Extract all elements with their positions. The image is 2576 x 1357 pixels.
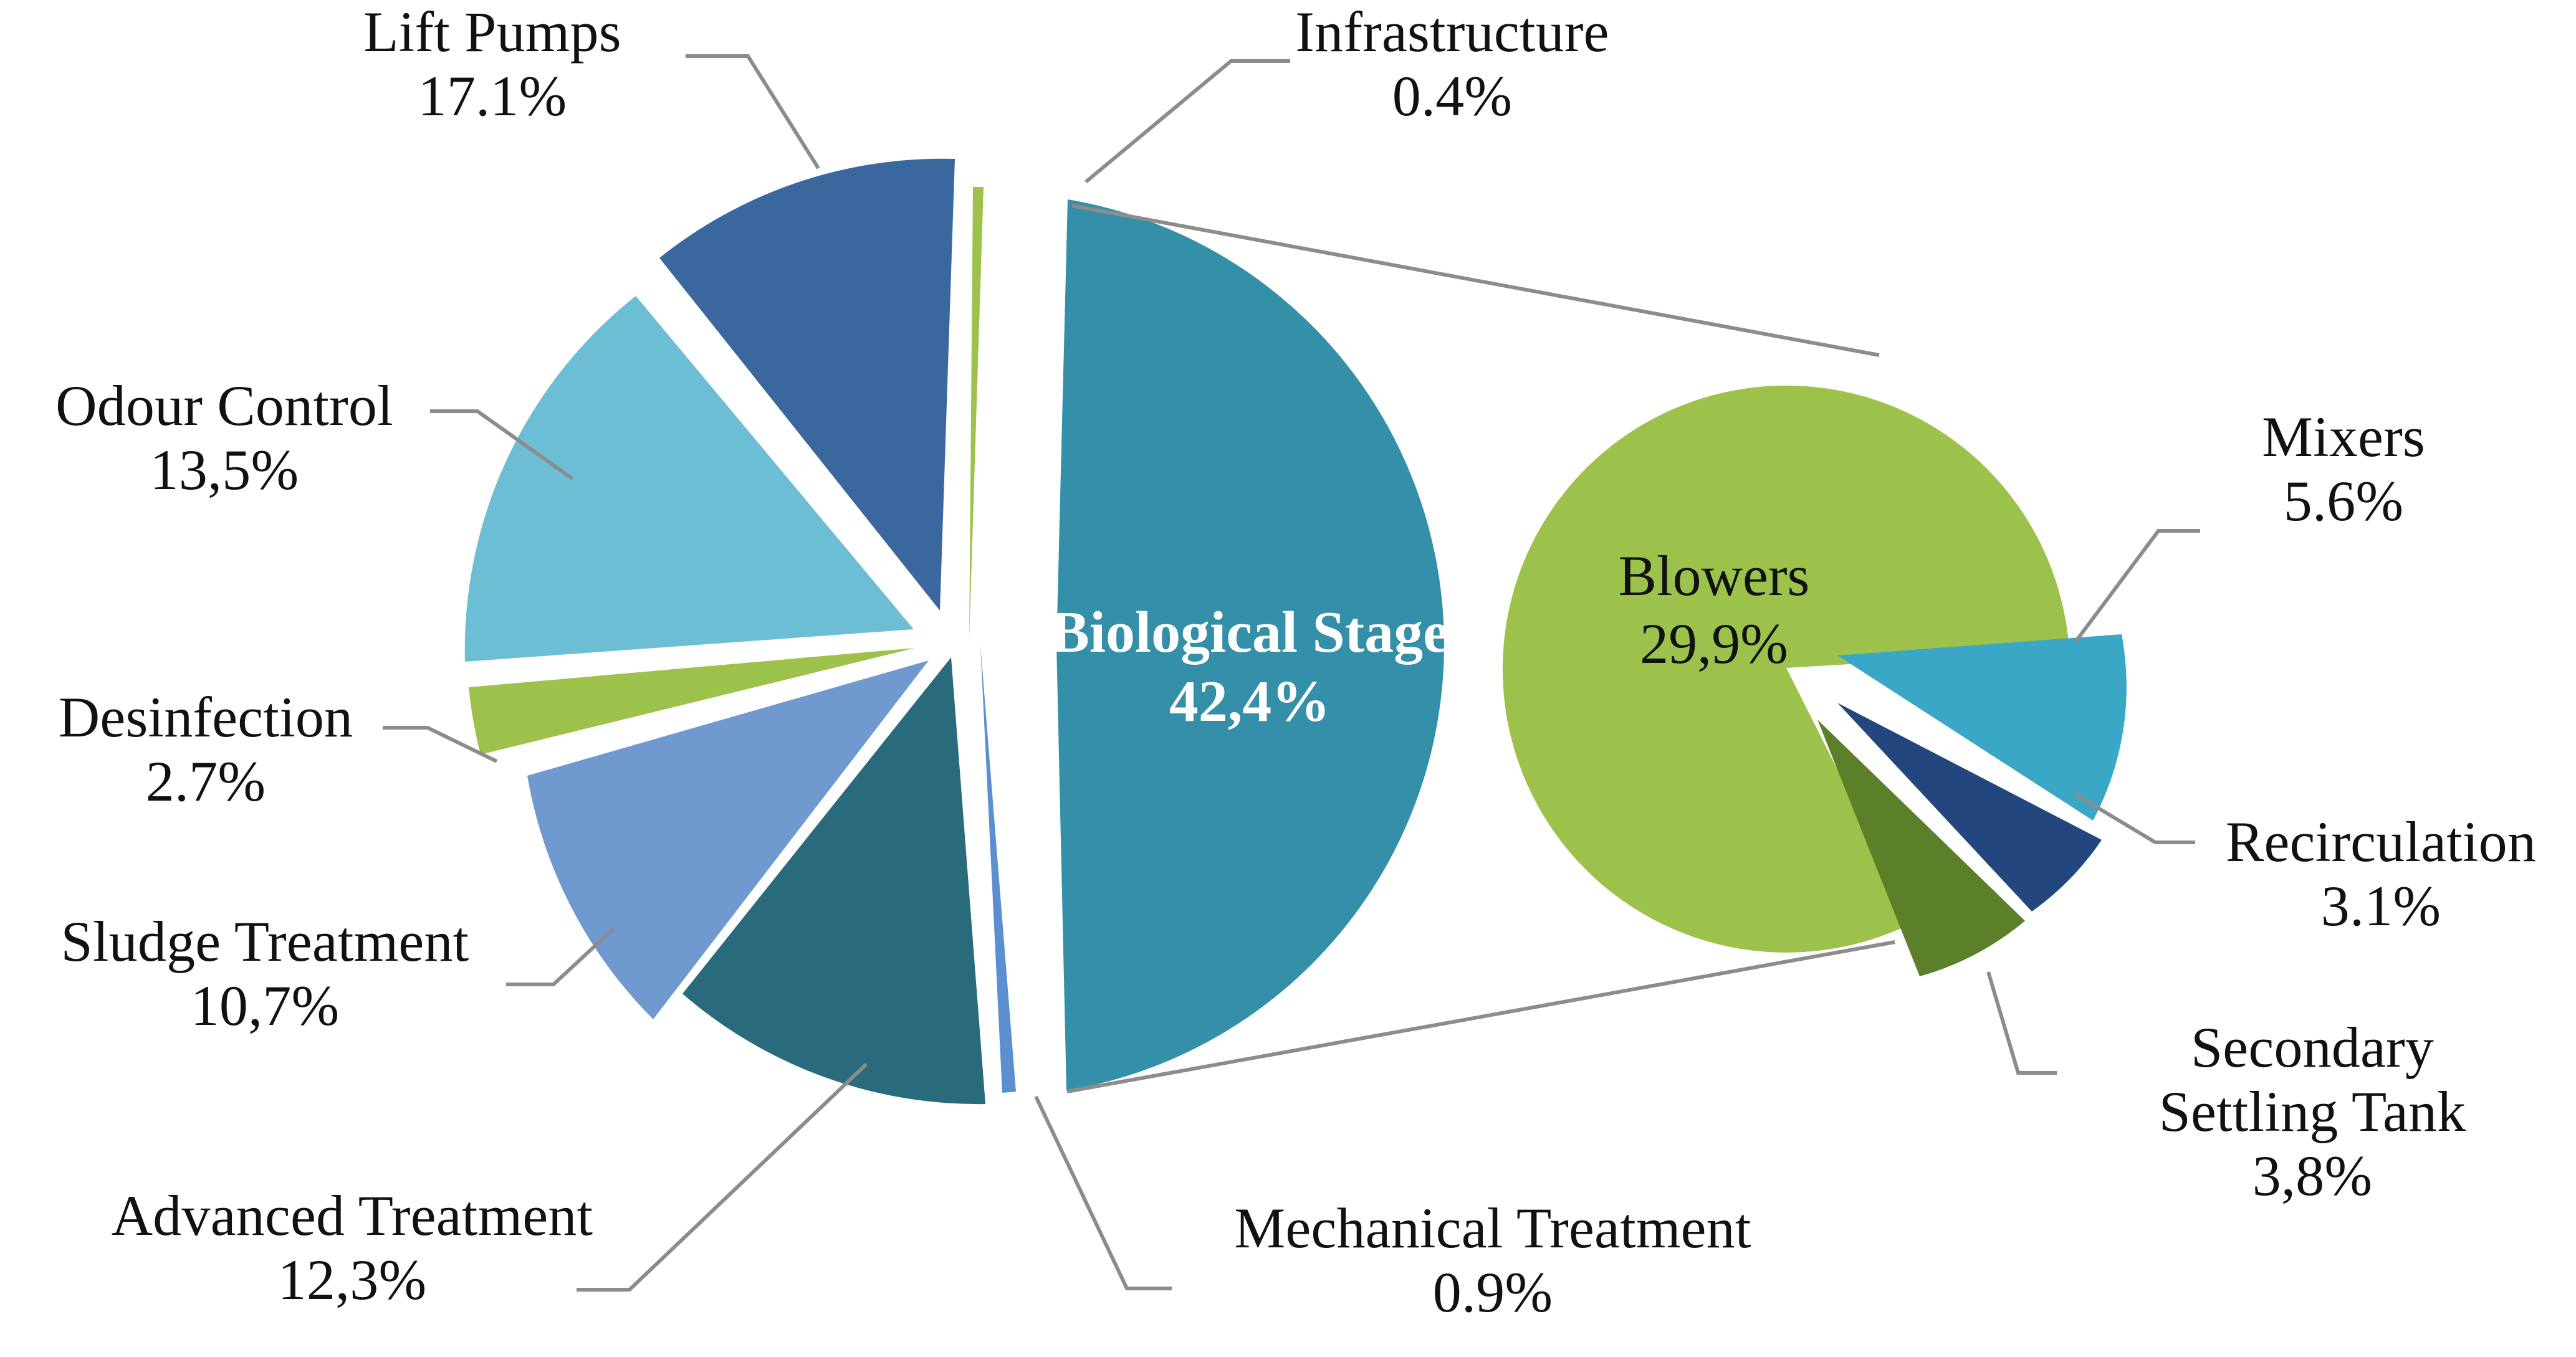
slice-desinfection[interactable] (469, 648, 915, 755)
leader-line-odour-control (430, 409, 573, 480)
label-mechanical-treatment-value: 0.9% (1432, 1260, 1553, 1325)
leader-line-advanced-treatment (577, 1062, 868, 1292)
label-mixers-value: 5.6% (2283, 469, 2404, 533)
slice-recirculation[interactable] (1837, 703, 2102, 912)
slice-sludge-treatment[interactable] (527, 660, 929, 1019)
label-blowers-name: Blowers (1618, 544, 1810, 607)
slice-lift-pumps[interactable] (659, 158, 955, 611)
label-advanced-treatment-value: 12,3% (277, 1248, 427, 1312)
leader-line-expansion-top (1071, 204, 1880, 357)
label-blowers-value: 29,9% (1640, 611, 1788, 675)
leader-lines-group (383, 54, 2200, 1292)
label-mechanical-treatment: Mechanical Treatment 0.9% (1172, 1196, 1814, 1325)
slice-biological-stage[interactable] (1056, 199, 1445, 1090)
leader-line-recirculation (2074, 793, 2195, 844)
label-mechanical-treatment-name: Mechanical Treatment (1234, 1196, 1751, 1260)
label-mixers-name: Mixers (2262, 405, 2425, 469)
label-advanced-treatment: Advanced Treatment 12,3% (62, 1184, 642, 1312)
slice-mechanical-treatment[interactable] (980, 645, 1016, 1093)
label-secondary-settling-tank-name: Secondary Settling Tank (2158, 1016, 2466, 1144)
leader-line-expansion-bottom (1066, 940, 1895, 1093)
label-sludge-treatment-value: 10,7% (190, 974, 340, 1038)
slice-mixers[interactable] (1837, 634, 2127, 821)
slice-blowers[interactable] (1502, 385, 2069, 953)
label-biological-stage: Biological Stage 42,4% (1003, 598, 1496, 736)
label-sludge-treatment-name: Sludge Treatment (60, 910, 469, 973)
label-odour-control-name: Odour Control (55, 374, 393, 437)
leader-line-lift-pumps (686, 54, 820, 169)
label-recirculation-value: 3.1% (2320, 874, 2441, 938)
leader-line-sludge-treatment (506, 926, 616, 986)
secondary-pie-group (1502, 385, 2127, 976)
label-lift-pumps-value: 17.1% (418, 64, 567, 128)
label-advanced-treatment-name: Advanced Treatment (111, 1184, 593, 1247)
label-infrastructure: Infrastructure 0.4% (1253, 0, 1652, 128)
label-odour-control: Odour Control 13,5% (6, 374, 443, 502)
label-sludge-treatment: Sludge Treatment 10,7% (6, 910, 524, 1038)
label-recirculation-name: Recirculation (2225, 810, 2537, 874)
label-desinfection-value: 2.7% (145, 750, 266, 814)
leader-line-mechanical-treatment (1034, 1095, 1172, 1290)
label-desinfection-name: Desinfection (58, 685, 353, 749)
slice-infrastructure[interactable] (969, 186, 984, 639)
label-infrastructure-name: Infrastructure (1295, 0, 1609, 64)
main-pie-group (464, 158, 1445, 1105)
label-secondary-settling-tank: Secondary Settling Tank 3,8% (2119, 1016, 2506, 1208)
label-desinfection: Desinfection 2.7% (12, 685, 399, 814)
label-recirculation: Recirculation 3.1% (2188, 810, 2574, 938)
leader-line-infrastructure (1085, 59, 1290, 184)
leader-line-secondary-settling-tank (1986, 971, 2057, 1075)
label-infrastructure-value: 0.4% (1392, 64, 1513, 128)
label-blowers: Blowers 29,9% (1577, 542, 1851, 677)
label-odour-control-value: 13,5% (150, 438, 299, 502)
slice-advanced-treatment[interactable] (682, 657, 985, 1105)
leader-line-desinfection (383, 726, 498, 763)
label-lift-pumps-name: Lift Pumps (363, 0, 621, 64)
label-biological-stage-value: 42,4% (1169, 669, 1331, 734)
label-secondary-settling-tank-value: 3,8% (2252, 1144, 2373, 1208)
slice-secondary-settling-tank[interactable] (1817, 720, 2025, 976)
label-mixers: Mixers 5.6% (2194, 405, 2493, 533)
leader-line-mixers (2074, 529, 2200, 643)
label-biological-stage-name: Biological Stage (1050, 600, 1449, 665)
label-lift-pumps: Lift Pumps 17.1% (293, 0, 692, 128)
slice-odour-control[interactable] (464, 296, 914, 662)
